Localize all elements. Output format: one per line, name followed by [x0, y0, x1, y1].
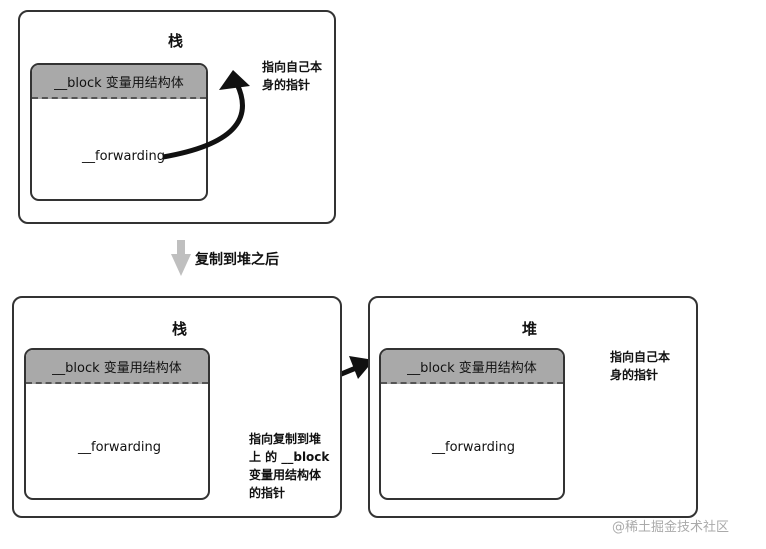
copy-to-heap-label: 复制到堆之后: [195, 252, 279, 268]
bottom-stack-struct-header: __block 变量用结构体: [26, 350, 208, 384]
heap-title: 堆: [522, 320, 538, 338]
top-forwarding-field: __forwarding: [82, 149, 165, 164]
heap-struct-header: __block 变量用结构体: [381, 350, 563, 384]
top-struct-header: __block 变量用结构体: [32, 65, 206, 99]
top-block-struct: __block 变量用结构体: [30, 63, 208, 201]
top-stack-title: 栈: [168, 32, 184, 50]
bottom-stack-block-struct: __block 变量用结构体: [24, 348, 210, 500]
heap-self-pointer-note: 指向自己本 身的指针: [610, 350, 671, 382]
bottom-stack-forwarding-field: __forwarding: [78, 440, 161, 455]
watermark: @稀土掘金技术社区: [612, 520, 730, 535]
copy-down-arrow-icon: [171, 240, 191, 276]
bottom-stack-title: 栈: [172, 320, 188, 338]
stack-to-heap-note: 指向复制到堆 上 的 __block 变量用结构体 的指针: [249, 432, 330, 500]
heap-block-struct: __block 变量用结构体: [379, 348, 565, 500]
top-self-pointer-arrow: [162, 70, 250, 160]
heap-forwarding-field: __forwarding: [432, 440, 515, 455]
top-self-pointer-note: 指向自己本 身的指针: [262, 60, 323, 92]
